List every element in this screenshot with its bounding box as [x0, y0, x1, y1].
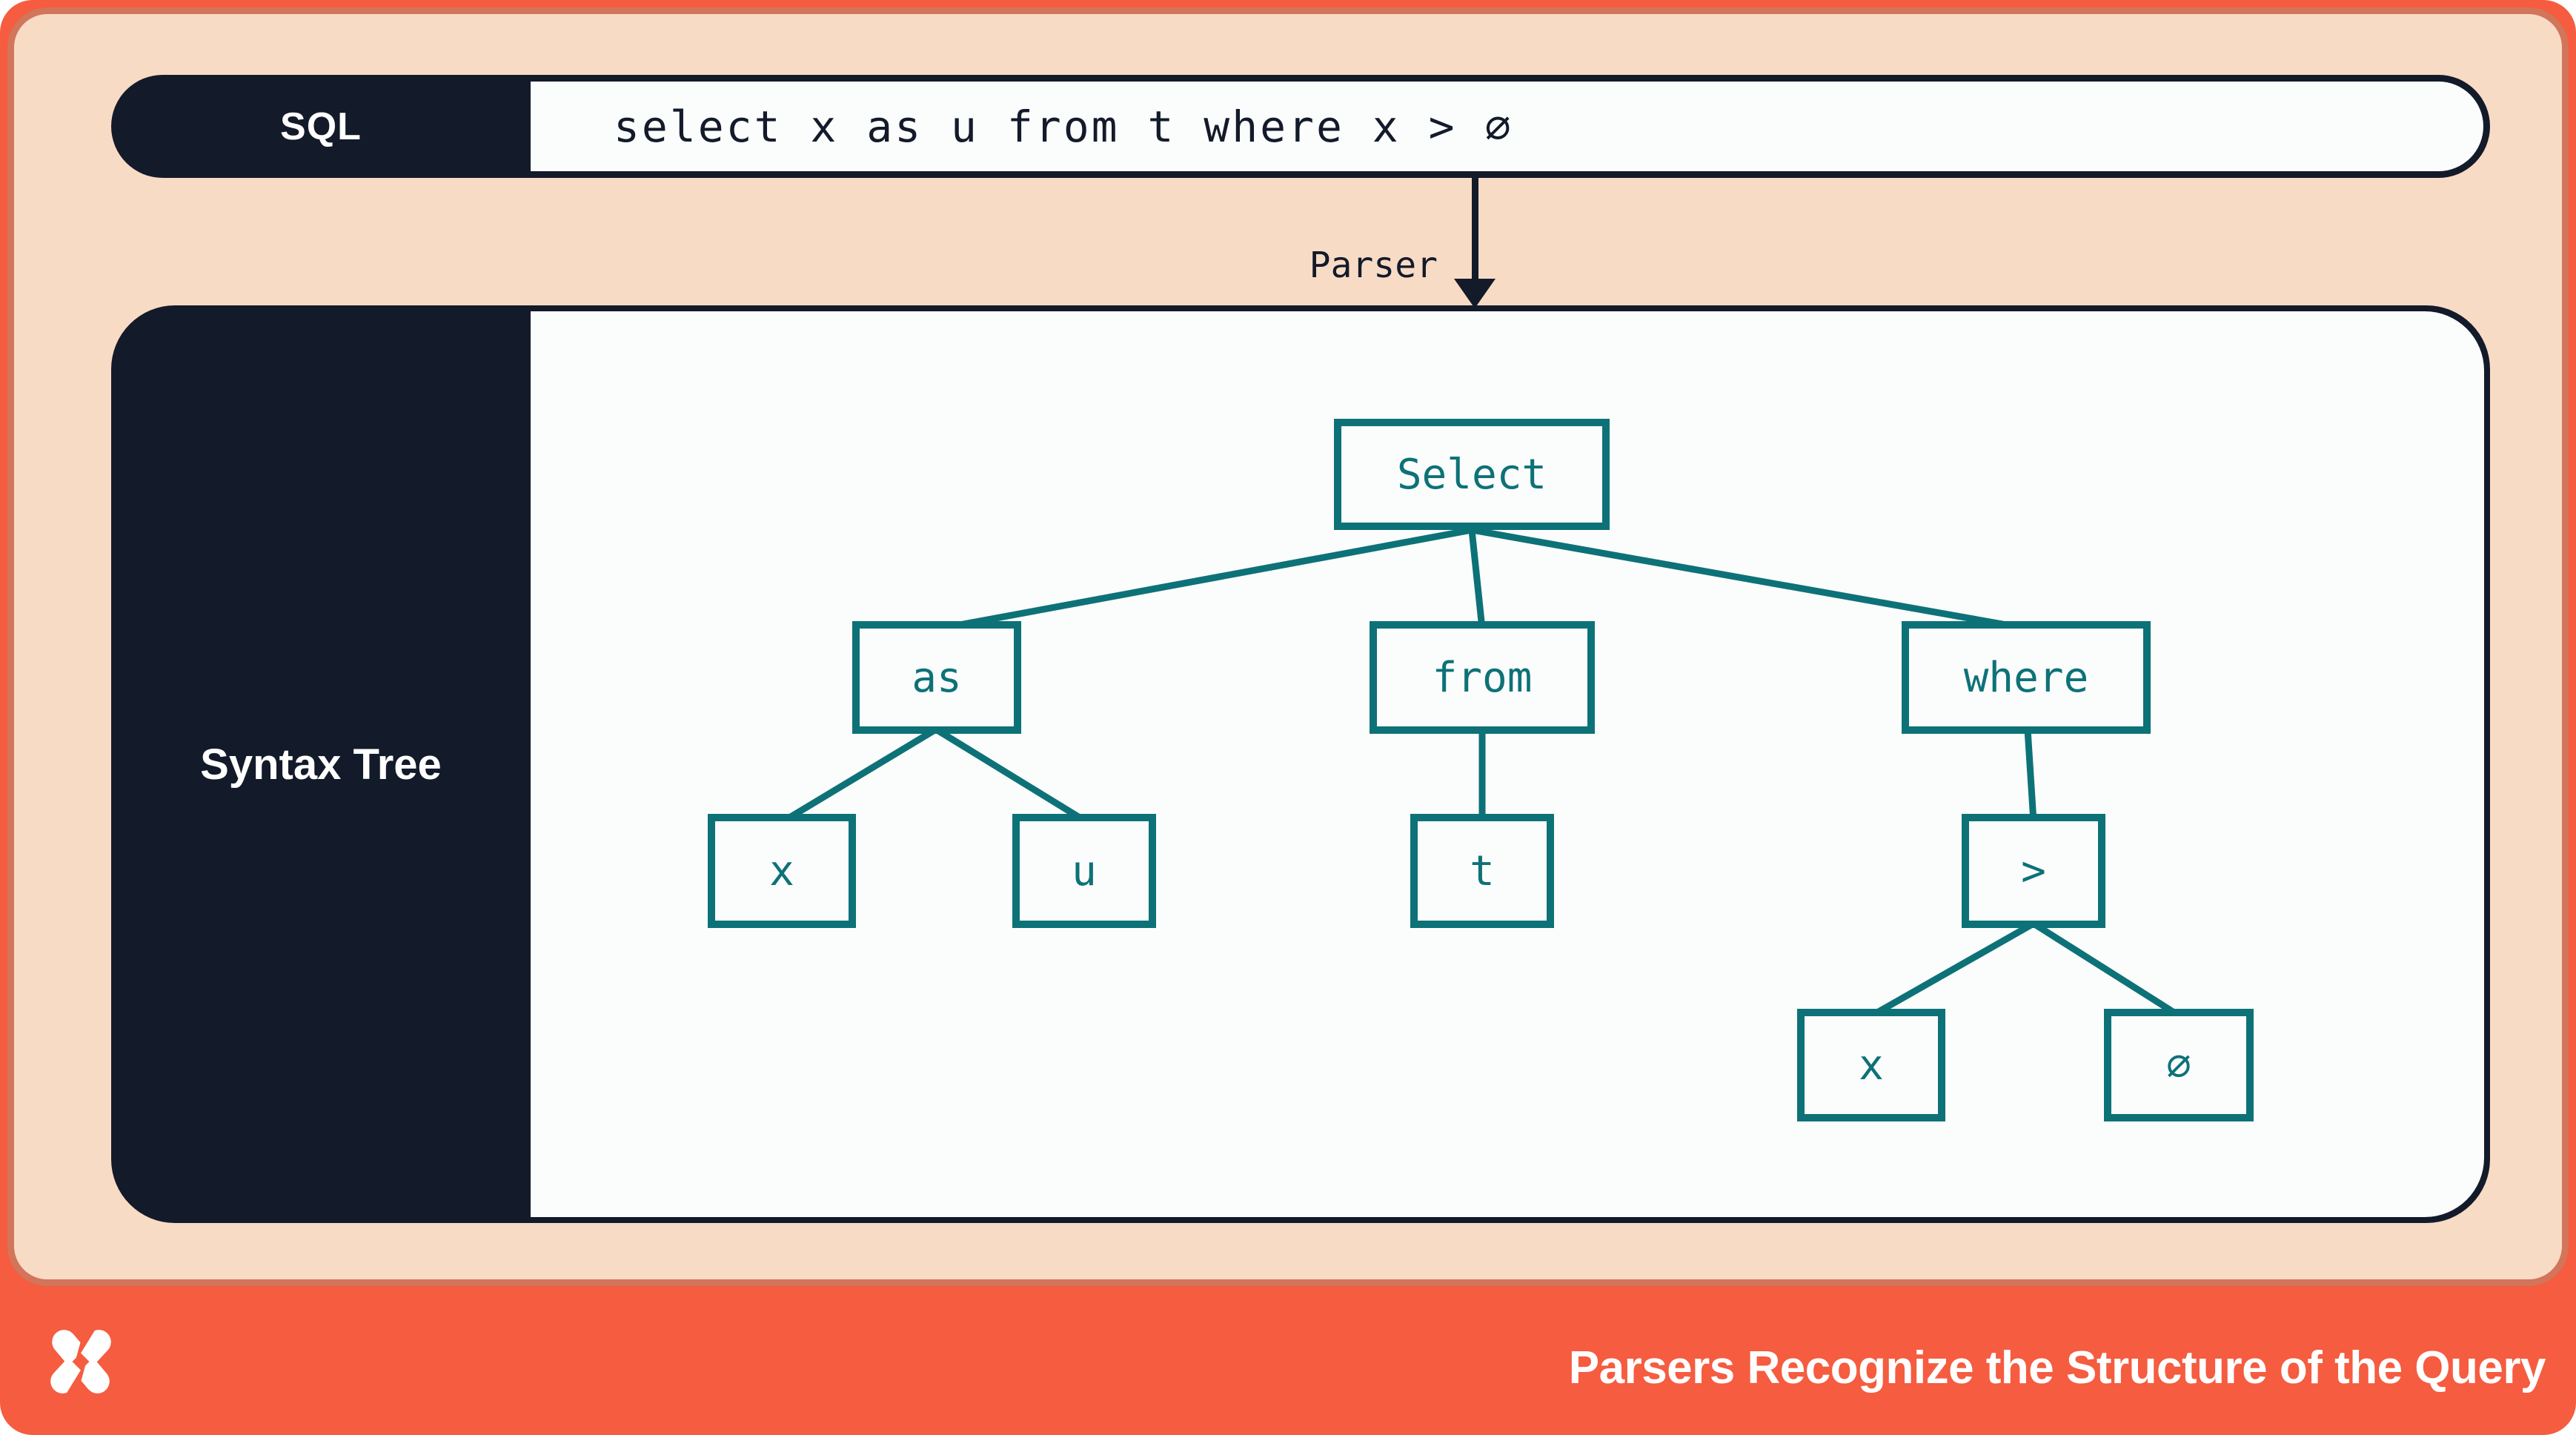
parser-arrow-line — [1472, 178, 1478, 286]
sql-bar: SQL select x as u from t where x > ∅ — [111, 75, 2490, 178]
tree-node-from: from — [1370, 621, 1595, 734]
sql-query-text: select x as u from t where x > ∅ — [614, 101, 1513, 152]
sql-bar-label: SQL — [280, 105, 362, 148]
tree-node-as: as — [852, 621, 1021, 734]
tree-node-select: Select — [1334, 419, 1610, 530]
tree-node-x-column: x — [708, 814, 856, 928]
syntax-tree-label: Syntax Tree — [200, 740, 442, 789]
parser-arrowhead-icon — [1454, 279, 1496, 308]
footer-caption: Parsers Recognize the Structure of the Q… — [1568, 1342, 2546, 1393]
tree-node-u-alias: u — [1012, 814, 1156, 928]
tree-node-x-operand: x — [1797, 1009, 1945, 1121]
tree-node-t-table: t — [1410, 814, 1554, 928]
tree-node-zero-operand: ∅ — [2104, 1009, 2254, 1121]
tree-node-where: where — [1902, 621, 2151, 734]
tree-node-gt-operator: > — [1962, 814, 2105, 928]
dolt-pinwheel-logo-icon — [50, 1325, 111, 1399]
footer-bar: Parsers Recognize the Structure of the Q… — [0, 1290, 2576, 1435]
sql-query-box: select x as u from t where x > ∅ — [531, 82, 2483, 171]
parser-label: Parser — [1309, 245, 1438, 286]
